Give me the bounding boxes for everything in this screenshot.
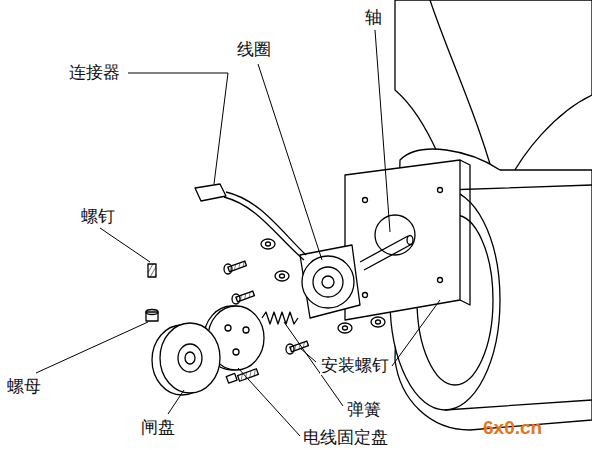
set-screw (148, 264, 156, 277)
mounting-plate (345, 160, 460, 320)
drum-body (445, 185, 592, 410)
part-label: 轴 (364, 8, 383, 27)
part-label: 螺钉 (80, 207, 116, 226)
spring (262, 312, 298, 324)
connector (195, 184, 226, 201)
shaft (360, 236, 412, 270)
coil (302, 256, 354, 308)
wire (224, 197, 304, 260)
disc-screw (226, 373, 237, 383)
watermark: 6x0.cn (482, 418, 543, 439)
coil-flange (300, 245, 360, 318)
part-label: 线圈 (236, 40, 272, 59)
part-label: 连接器 (68, 63, 121, 82)
part-label: 弹簧 (346, 400, 382, 419)
part-label: 闸盘 (140, 418, 176, 437)
part-label: 安装螺钉 (320, 356, 390, 375)
leader-line (36, 30, 440, 436)
part-label: 电线固定盘 (302, 428, 389, 447)
part-label: 螺母 (6, 377, 42, 396)
plate-edge (460, 160, 470, 305)
shaft-hole (375, 215, 415, 255)
